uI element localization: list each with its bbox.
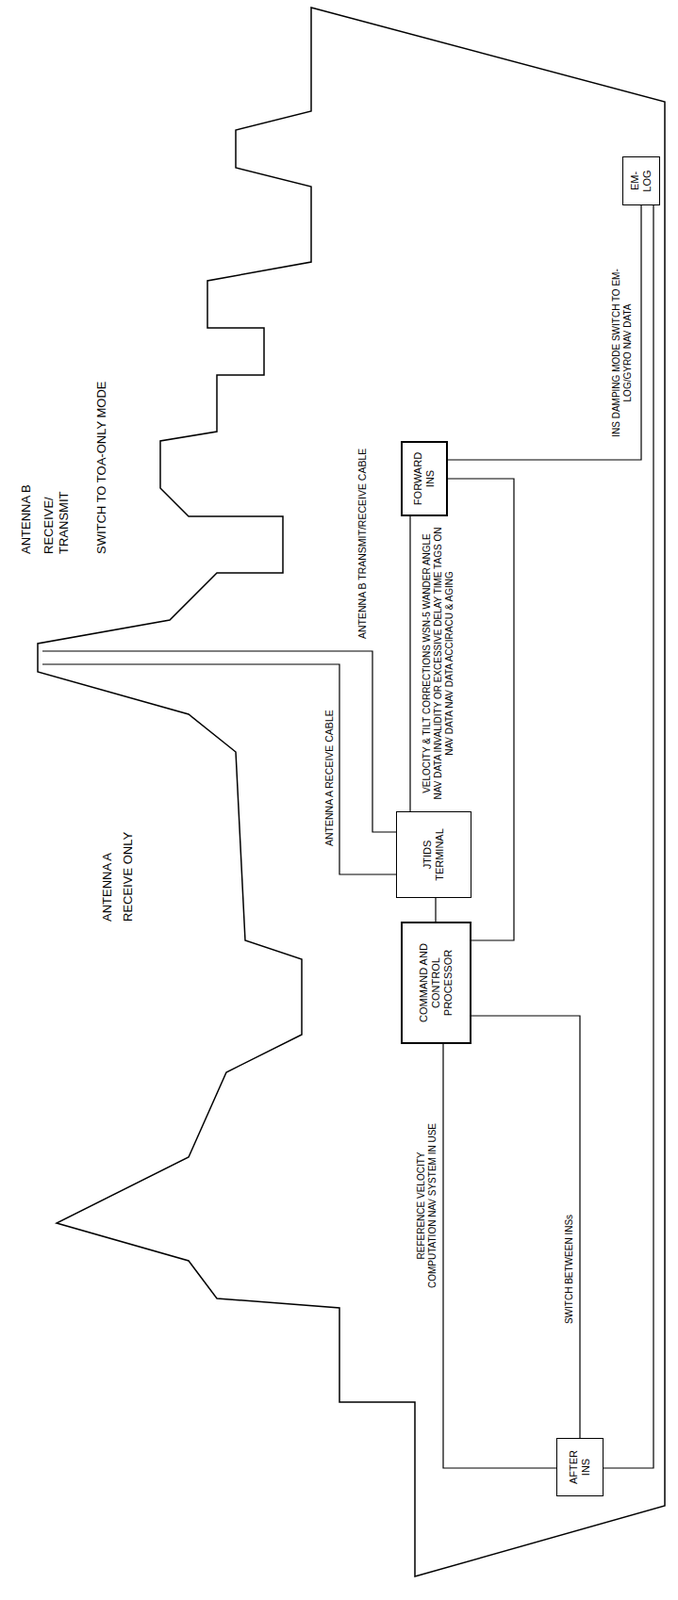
connector-line: [409, 516, 411, 812]
connector-line: [471, 1016, 580, 1439]
annotation-label: RECEIVE/ TRANSMIT: [41, 460, 72, 555]
processor-box: COMMAND AND CONTROL PROCESSOR: [400, 922, 472, 1045]
annotation-label: ANTENNA B: [18, 365, 34, 555]
annotation-label: RECEIVE ONLY: [120, 752, 136, 923]
antenna-a-cable: [42, 664, 397, 876]
connector-label: INS DAMPING MODE SWITCH TO EM-LOG/GYRO N…: [611, 260, 634, 447]
ins-box: FORWARD INS: [400, 441, 448, 517]
connector-line: [447, 205, 642, 461]
node-text: EM-LOG: [628, 163, 654, 199]
node-text: AFTER INS: [567, 1445, 593, 1491]
connector-line: [434, 898, 436, 923]
terminal-box: JTIDS TERMINAL: [396, 811, 472, 899]
connector-label: VELOCITY & TILT CORRECTIONS WSN-5 WANDER…: [421, 526, 456, 802]
connector-line: [603, 205, 654, 1470]
node-text: JTIDS TERMINAL: [421, 818, 447, 893]
connector-line: [443, 1044, 557, 1470]
annotation-label: SWITCH TO TOA-ONLY MODE: [94, 309, 110, 555]
annotation-label: ANTENNA B TRANSMIT/RECEIVE CABLE: [356, 413, 369, 640]
connector-label: REFERENCE VELOCITY COMPUTATION NAV SYSTE…: [415, 1123, 439, 1290]
ship-hull-profile: [37, 7, 665, 1578]
ins-box: AFTER INS: [556, 1438, 604, 1498]
annotation-label: ANTENNA A: [99, 752, 116, 923]
node-text: COMMAND AND CONTROL PROCESSOR: [417, 929, 455, 1038]
annotation-label: ANTENNA A RECEIVE CABLE: [323, 672, 336, 847]
node-text: FORWARD INS: [412, 448, 437, 510]
connector-label: SWITCH BETWEEN INSs: [563, 1174, 576, 1366]
antenna-b-cable: [42, 651, 397, 833]
log-box: EM-LOG: [622, 156, 661, 206]
